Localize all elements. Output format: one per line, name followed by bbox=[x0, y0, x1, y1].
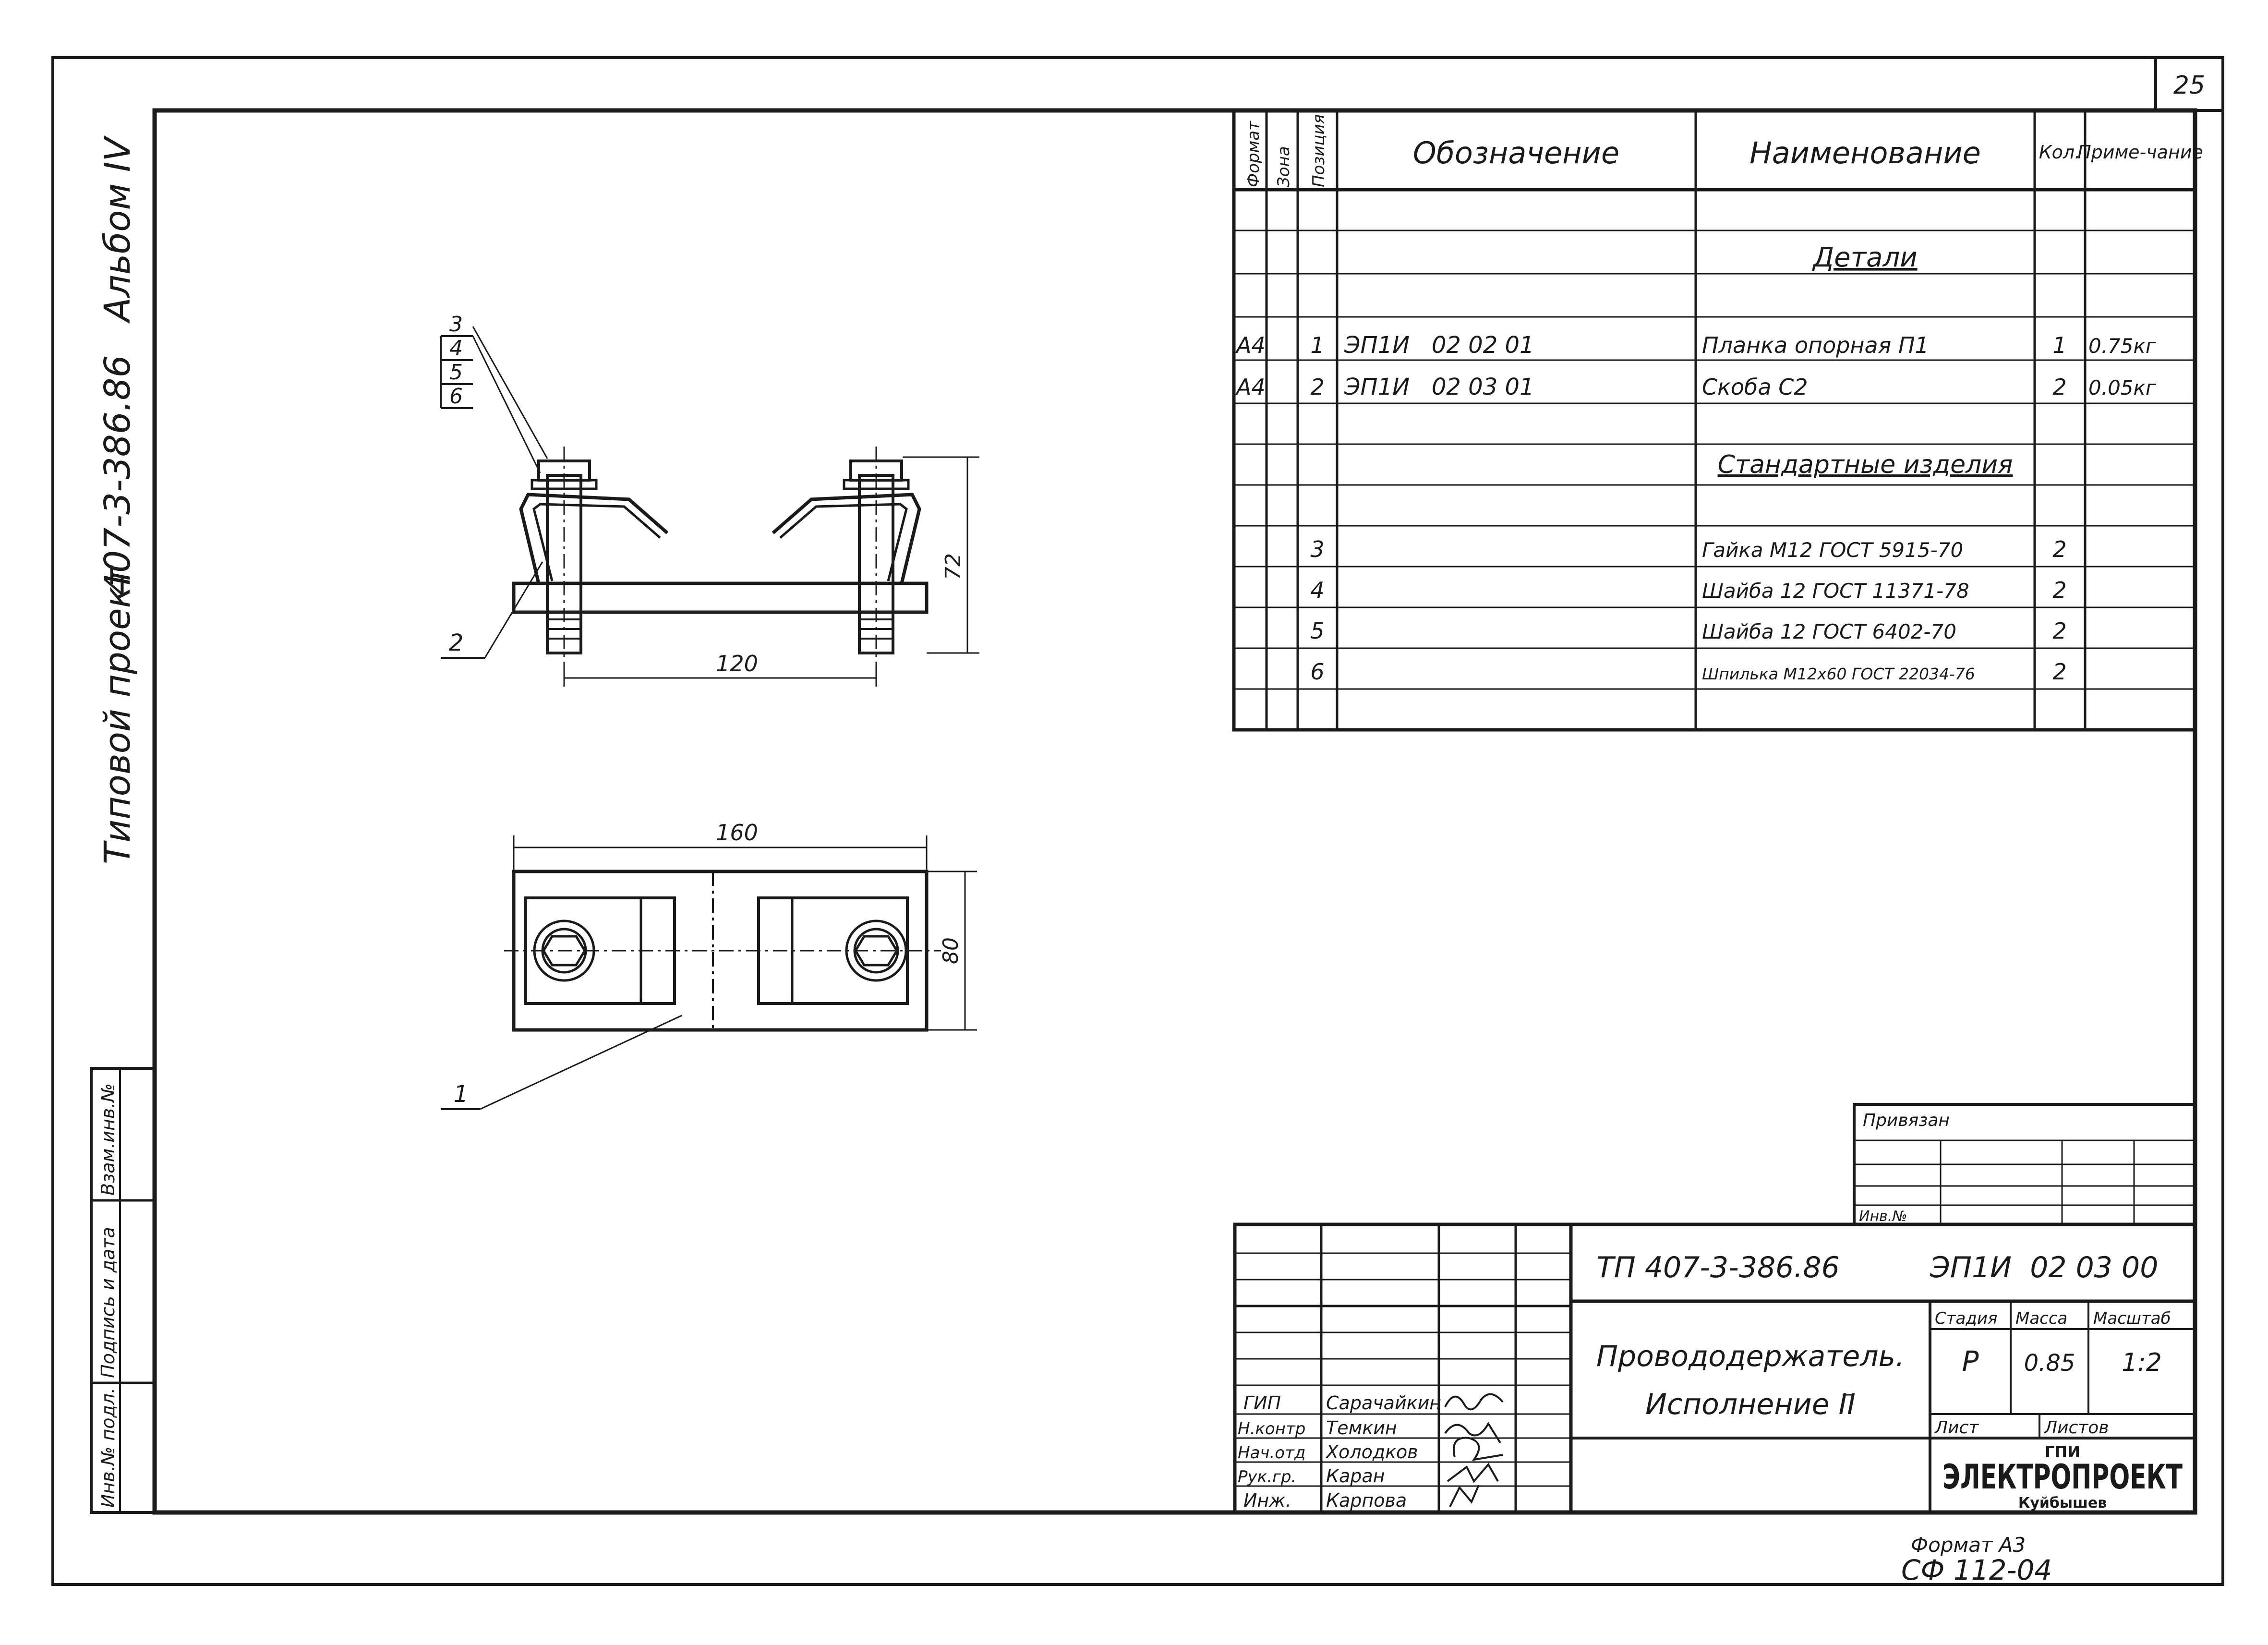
header-name: Наименование bbox=[1749, 135, 1981, 170]
row1-qty: 1 bbox=[2052, 332, 2066, 358]
title-block: ГИП Сарачайкин Н.контр Темкин Нач.отд Хо… bbox=[1233, 1222, 2197, 1514]
row3-qty: 2 bbox=[2052, 536, 2066, 562]
staff-role-4: Рук.гр. bbox=[1238, 1467, 1296, 1487]
row4-qty: 2 bbox=[2052, 577, 2066, 603]
staff-name-3: Холодков bbox=[1325, 1441, 1418, 1463]
callout-5: 5 bbox=[449, 360, 463, 385]
project-title: Типовой проект bbox=[97, 565, 138, 864]
header-designation: Обозначение bbox=[1413, 135, 1619, 170]
binding-box: Привязан Инв.№ bbox=[1853, 1103, 2196, 1226]
signature-date-label: Подпись и дата bbox=[97, 1227, 119, 1378]
project-code: 407-3-386.86 bbox=[97, 355, 138, 595]
header-position: Позиция bbox=[1309, 114, 1328, 187]
section-standard: Стандартные изделия bbox=[1718, 450, 2013, 479]
left-stamp-box: Инв.№ подл. Подпись и дата Взам.инв.№ bbox=[90, 1067, 156, 1514]
staff-name-4: Каран bbox=[1326, 1465, 1385, 1487]
side-stamp: Типовой проект 407-3-386.86 Альбом IV bbox=[97, 135, 138, 864]
callout-6: 6 bbox=[449, 384, 463, 409]
staff-role-2: Н.контр bbox=[1238, 1419, 1305, 1439]
replace-inv-label: Взам.инв.№ bbox=[97, 1083, 119, 1196]
title-line-1: Провододержатель. bbox=[1596, 1340, 1905, 1373]
row3-name: Гайка М12 ГОСТ 5915-70 bbox=[1702, 538, 1963, 562]
section-details: Детали bbox=[1811, 242, 1917, 273]
page-number: 25 bbox=[2173, 71, 2205, 100]
callout-2: 2 bbox=[449, 629, 464, 656]
staff-name-5: Карпова bbox=[1326, 1490, 1407, 1511]
callout-3: 3 bbox=[449, 312, 463, 337]
binding-label: Привязан bbox=[1863, 1111, 1950, 1130]
row4-pos: 4 bbox=[1310, 577, 1324, 603]
staff-name-1: Сарачайкин bbox=[1326, 1392, 1441, 1414]
mass-label: Масса bbox=[2015, 1309, 2067, 1328]
org-line-3: Куйбышев bbox=[2018, 1495, 2107, 1512]
row2-note: 0.05кг bbox=[2088, 376, 2157, 399]
header-qty: Кол. bbox=[2039, 142, 2081, 163]
signatures bbox=[1444, 1393, 1504, 1507]
inv-orig-label: Инв.№ подл. bbox=[97, 1388, 119, 1508]
org-line-2: ЭЛЕКТРОПРОЕКТ bbox=[1942, 1457, 2183, 1497]
row6-name: Шпилька М12х60 ГОСТ 22034-76 bbox=[1702, 665, 1975, 683]
header-note: Приме-чание bbox=[2077, 142, 2203, 163]
sheet-label: Лист bbox=[1934, 1418, 1979, 1438]
outer-border bbox=[51, 56, 2224, 1586]
header-format: Формат bbox=[1244, 121, 1263, 187]
scale-label: Масштаб bbox=[2093, 1309, 2171, 1328]
mass-value: 0.85 bbox=[2024, 1350, 2075, 1377]
doc-code: ТП 407-3-386.86 bbox=[1596, 1251, 1840, 1284]
row1-note: 0.75кг bbox=[2088, 334, 2157, 358]
row1-name: Планка опорная П1 bbox=[1702, 332, 1929, 358]
binding-inv-label: Инв.№ bbox=[1859, 1208, 1907, 1225]
plan-view: 160 80 1 bbox=[441, 820, 977, 1110]
row2-name: Скоба С2 bbox=[1702, 374, 1808, 400]
dim-160: 160 bbox=[716, 820, 758, 846]
row5-pos: 5 bbox=[1310, 618, 1324, 644]
row1-pos: 1 bbox=[1310, 332, 1324, 358]
drawing-code: ЭП1И 02 03 00 bbox=[1930, 1251, 2158, 1284]
row2-qty: 2 bbox=[2052, 374, 2066, 400]
sheets-label: Листов bbox=[2043, 1418, 2109, 1438]
org-line-1: ГПИ bbox=[2045, 1443, 2080, 1461]
row1-format: А4 bbox=[1235, 332, 1266, 358]
callout-4: 4 bbox=[449, 336, 463, 361]
row5-name: Шайба 12 ГОСТ 6402-70 bbox=[1702, 620, 1956, 643]
staff-name-2: Темкин bbox=[1326, 1417, 1397, 1439]
stage-value: Р bbox=[1962, 1345, 1979, 1378]
album-label: Альбом IV bbox=[97, 135, 138, 324]
row2-designation: ЭП1И 02 03 01 bbox=[1344, 374, 1534, 400]
row2-format: А4 bbox=[1235, 374, 1266, 400]
row5-qty: 2 bbox=[2052, 618, 2066, 644]
header-zone: Зона bbox=[1274, 146, 1293, 187]
dim-120: 120 bbox=[716, 651, 758, 677]
row2-pos: 2 bbox=[1310, 374, 1324, 400]
dim-80: 80 bbox=[939, 937, 963, 964]
dim-72: 72 bbox=[941, 553, 965, 580]
stage-label: Стадия bbox=[1935, 1309, 1997, 1328]
row6-qty: 2 bbox=[2052, 659, 2066, 685]
elevation-view: 72 120 3 4 5 6 2 bbox=[440, 312, 979, 687]
row1-designation: ЭП1И 02 02 01 bbox=[1344, 332, 1534, 359]
spec-table: Формат Зона Позиция Обозначение Наименов… bbox=[1232, 109, 2203, 732]
inner-border bbox=[152, 108, 2197, 1515]
staff-role-5: Инж. bbox=[1243, 1490, 1291, 1511]
scale-value: 1:2 bbox=[2122, 1348, 2162, 1377]
callout-1: 1 bbox=[454, 1081, 469, 1108]
staff-role-3: Нач.отд bbox=[1238, 1443, 1305, 1463]
form-code: СФ 112-04 bbox=[1901, 1554, 2052, 1586]
row3-pos: 3 bbox=[1310, 536, 1324, 562]
title-line-2: Исполнение II bbox=[1645, 1388, 1856, 1421]
row6-pos: 6 bbox=[1310, 659, 1324, 685]
staff-role-1: ГИП bbox=[1243, 1392, 1281, 1414]
format-label: Формат А3 bbox=[1911, 1533, 2026, 1557]
row4-name: Шайба 12 ГОСТ 11371-78 bbox=[1702, 579, 1969, 603]
